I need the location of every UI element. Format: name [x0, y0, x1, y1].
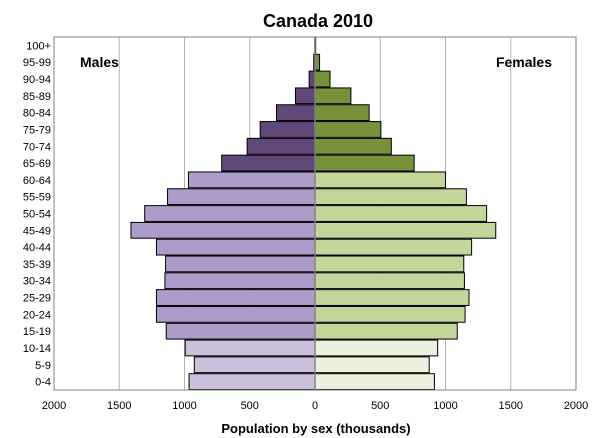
chart-title: Canada 2010	[263, 11, 373, 31]
bar-females-0-4	[314, 373, 435, 390]
series-label-females: Females	[496, 54, 552, 70]
y-tick-labels: 0-4 5-9 10-14 15-19 20-24 25-29 30-34 35-39 40-4…	[23, 40, 51, 388]
y-tick-label-75-79: 75-79	[23, 124, 51, 136]
bar-males-50-54	[144, 205, 316, 222]
bar-females-90-94	[314, 70, 331, 88]
series-label-males: Males	[80, 54, 119, 70]
y-tick-label-35-39: 35-39	[23, 259, 51, 271]
bar-males-80-84	[276, 104, 316, 122]
bar-females-75-79	[314, 121, 382, 138]
bar-females-40-44	[314, 238, 473, 256]
bar-females-85-89	[314, 87, 352, 105]
x-tick-labels: 2000 1500 1000 500 0 500 1000 1500 2000	[42, 400, 588, 412]
bar-females-5-9	[314, 356, 430, 374]
bar-males-30-34	[164, 272, 316, 290]
bar-males-10-14	[184, 339, 316, 357]
y-tick-label-50-54: 50-54	[23, 209, 51, 221]
bar-females-30-34	[314, 272, 465, 290]
y-tick-label-100+: 100+	[26, 40, 51, 52]
x-tick-label-5: 500	[371, 400, 389, 412]
x-axis-title: Population by sex (thousands)	[221, 421, 410, 436]
bar-males-25-29	[155, 289, 316, 306]
y-tick-label-90-94: 90-94	[23, 74, 51, 86]
y-tick-label-80-84: 80-84	[23, 108, 51, 120]
plot-area-frame	[53, 36, 577, 391]
bar-females-80-84	[314, 104, 370, 122]
y-tick-label-25-29: 25-29	[23, 293, 51, 305]
x-tick-label-3: 500	[241, 400, 259, 412]
bar-females-70-74	[314, 137, 392, 155]
y-tick-label-95-99: 95-99	[23, 57, 51, 69]
x-tick-label-6: 1000	[433, 400, 457, 412]
y-tick-label-20-24: 20-24	[23, 309, 51, 321]
y-tick-label-60-64: 60-64	[23, 175, 51, 187]
x-tick-label-2: 1000	[172, 400, 196, 412]
y-tick-label-55-59: 55-59	[23, 192, 51, 204]
bar-males-90-94	[308, 70, 316, 88]
bar-males-45-49	[130, 221, 316, 239]
bar-males-60-64	[187, 171, 316, 189]
bar-females-45-49	[314, 221, 497, 239]
bar-males-20-24	[155, 305, 316, 323]
y-tick-label-5-9: 5-9	[35, 360, 51, 372]
bar-males-70-74	[246, 137, 316, 155]
bar-females-15-19	[314, 322, 458, 340]
y-tick-label-65-69: 65-69	[23, 158, 51, 170]
bar-males-0-4	[188, 373, 316, 390]
y-tick-label-30-34: 30-34	[23, 276, 51, 288]
y-tick-label-85-89: 85-89	[23, 91, 51, 103]
bar-males-55-59	[167, 188, 316, 206]
bar-males-35-39	[165, 255, 316, 273]
bar-females-10-14	[314, 339, 439, 357]
bar-females-25-29	[314, 289, 470, 306]
y-tick-label-45-49: 45-49	[23, 225, 51, 237]
bar-males-75-79	[259, 121, 316, 138]
bar-males-15-19	[165, 322, 316, 340]
bar-males-65-69	[221, 154, 316, 172]
x-tick-label-0: 2000	[42, 400, 66, 412]
bar-females-50-54	[314, 205, 488, 222]
bars-group	[130, 37, 497, 390]
bar-females-20-24	[314, 305, 466, 323]
bar-females-60-64	[314, 171, 446, 189]
x-tick-label-1: 1500	[107, 400, 131, 412]
y-tick-label-10-14: 10-14	[23, 343, 51, 355]
bar-females-55-59	[314, 188, 467, 206]
y-tick-label-0-4: 0-4	[35, 377, 51, 389]
bar-males-85-89	[294, 87, 316, 105]
bar-males-40-44	[155, 238, 316, 256]
x-tick-label-8: 2000	[564, 400, 588, 412]
x-tick-label-4: 0	[312, 400, 318, 412]
y-tick-label-15-19: 15-19	[23, 326, 51, 338]
y-tick-label-40-44: 40-44	[23, 242, 51, 254]
y-tick-label-70-74: 70-74	[23, 141, 51, 153]
bar-females-65-69	[314, 154, 415, 172]
bar-females-35-39	[314, 255, 465, 273]
bar-males-5-9	[193, 356, 316, 374]
x-tick-label-7: 1500	[499, 400, 523, 412]
